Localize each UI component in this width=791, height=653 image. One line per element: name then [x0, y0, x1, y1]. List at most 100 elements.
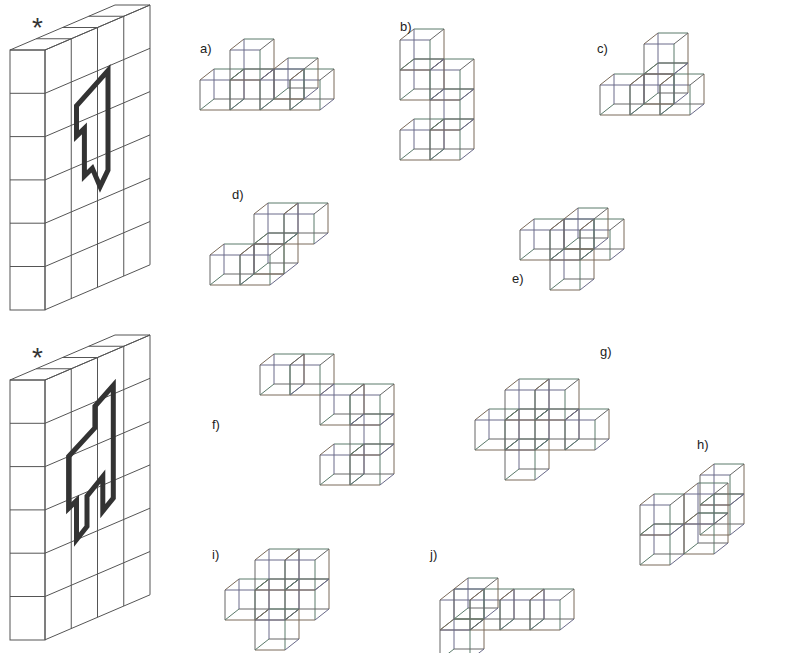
edge-line: [414, 29, 444, 30]
edge-line: [644, 33, 658, 44]
edge-line: [470, 619, 484, 630]
edge-line: [624, 219, 625, 249]
edge-line: [315, 579, 329, 590]
edge-line: [444, 119, 474, 120]
edge-line: [10, 509, 45, 510]
edge-line: [610, 230, 611, 260]
cube-figure: [225, 549, 329, 650]
edge-line: [489, 439, 519, 440]
edge-line: [290, 365, 291, 395]
edge-line: [519, 409, 549, 410]
edge-line: [45, 508, 150, 553]
edge-line: [698, 483, 699, 513]
edge-line: [334, 474, 364, 475]
edge-line: [484, 589, 485, 619]
option-label: i): [212, 548, 219, 561]
edge-line: [535, 390, 536, 420]
edge-line: [290, 80, 291, 110]
edge-line: [535, 420, 565, 421]
edge-line: [320, 365, 321, 395]
edge-line: [674, 63, 688, 74]
edge-line: [430, 119, 444, 130]
edge-line: [660, 85, 661, 115]
edge-line: [350, 455, 351, 485]
edge-line: [285, 560, 315, 561]
edge-line: [288, 88, 318, 89]
edge-line: [580, 279, 594, 290]
edge-line: [674, 74, 675, 104]
wall-block: [10, 5, 150, 310]
edge-line: [670, 494, 684, 505]
edge-line: [640, 554, 654, 565]
edge-line: [318, 58, 319, 88]
edge-line: [658, 33, 659, 63]
edge-line: [334, 444, 335, 474]
edge-line: [244, 39, 274, 40]
edge-line: [334, 354, 335, 384]
edge-line: [255, 650, 285, 651]
edge-line: [430, 89, 444, 100]
edge-line: [284, 214, 285, 244]
edge-line: [444, 59, 445, 89]
edge-line: [470, 600, 471, 630]
edge-line: [505, 439, 519, 450]
edge-line: [564, 219, 565, 249]
edge-line: [454, 589, 484, 590]
edge-line: [430, 130, 460, 131]
edge-line: [350, 384, 364, 395]
edge-line: [244, 69, 245, 99]
edge-line: [684, 524, 714, 525]
edge-line: [460, 89, 474, 100]
edge-line: [698, 543, 728, 544]
edge-line: [684, 524, 714, 525]
edge-line: [594, 208, 608, 219]
edge-line: [644, 44, 674, 45]
edge-line: [580, 249, 594, 260]
edge-line: [500, 600, 501, 630]
edge-line: [255, 590, 285, 591]
cube-figure: [600, 33, 704, 115]
edge-line: [298, 233, 299, 263]
edge-line: [255, 560, 285, 561]
edge-line: [284, 203, 298, 214]
edge-line: [10, 466, 45, 467]
edge-line: [260, 354, 274, 365]
edge-line: [320, 384, 334, 395]
edge-line: [535, 439, 549, 450]
edge-line: [254, 233, 268, 244]
edge-line: [520, 219, 534, 230]
edge-line: [430, 100, 431, 130]
edge-line: [224, 244, 254, 245]
edge-line: [564, 219, 565, 249]
edge-line: [430, 130, 460, 131]
edge-line: [274, 69, 275, 99]
edge-line: [380, 425, 381, 455]
edge-line: [700, 505, 730, 506]
edge-line: [500, 619, 514, 630]
edge-line: [640, 505, 670, 506]
edge-line: [500, 589, 514, 600]
edge-line: [444, 29, 445, 59]
edge-line: [690, 104, 704, 115]
edge-line: [578, 208, 579, 238]
edge-line: [564, 249, 594, 250]
edge-line: [698, 513, 728, 514]
edge-line: [350, 474, 364, 485]
edge-line: [564, 238, 578, 249]
edge-line: [580, 249, 594, 260]
edge-line: [290, 365, 291, 395]
edge-line: [45, 92, 150, 137]
edge-line: [549, 379, 550, 409]
edge-line: [534, 249, 564, 250]
edge-line: [728, 483, 729, 513]
edge-line: [255, 620, 285, 621]
edge-line: [314, 203, 328, 214]
edge-line: [268, 203, 269, 233]
edge-line: [654, 524, 684, 525]
edge-line: [380, 455, 381, 485]
edge-line: [530, 600, 560, 601]
edge-line: [700, 535, 730, 536]
edge-line: [530, 619, 544, 630]
